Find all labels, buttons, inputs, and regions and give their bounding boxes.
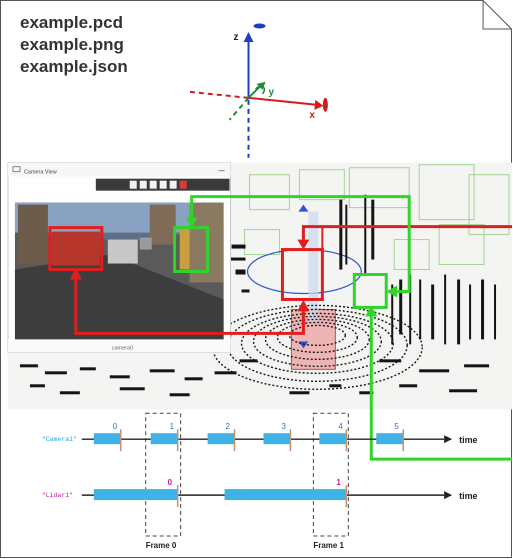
camera-row-label: "Camera1" — [42, 436, 77, 443]
file-name-pcd: example.pcd — [20, 13, 123, 32]
frame-1-label: Frame 1 — [313, 541, 344, 550]
camera-view-panel: Camera View camera0 — [7, 162, 232, 353]
file-name-json: example.json — [20, 57, 128, 76]
highlight-arrowheads — [69, 217, 398, 317]
camera-frame-bar — [150, 433, 178, 445]
lidar-tick-label: 0 — [168, 478, 173, 487]
camera-frame-bar — [376, 433, 404, 445]
timeline: "Camera1" 0 1 2 3 4 5 time — [42, 412, 478, 550]
camera-frame-bar — [319, 433, 347, 445]
camera-time-label: time — [459, 435, 477, 445]
frame-1-box — [312, 412, 349, 537]
lidar-tick-label: 1 — [336, 478, 341, 487]
camera-frame-bar — [263, 433, 291, 445]
camera-tick-label: 3 — [281, 422, 286, 431]
camera-icon — [12, 166, 21, 173]
camera-toolbar-buttons[interactable] — [129, 180, 187, 189]
axis-label-y: y — [268, 87, 274, 98]
frame-0-box — [145, 412, 182, 537]
camera-tick-label: 2 — [226, 422, 231, 431]
axis-label-x: x — [309, 110, 315, 121]
lidar-time-label: time — [459, 491, 477, 501]
lidar-row-label: "Lidar1" — [42, 492, 73, 499]
file-name-png: example.png — [20, 35, 124, 54]
file-list: example.pcd example.png example.json — [20, 12, 128, 78]
axes-gizmo: z x y — [189, 23, 328, 158]
camera-tick-label: 1 — [170, 422, 175, 431]
camera-frame-bar — [207, 433, 235, 445]
camera-tick-label: 4 — [338, 422, 343, 431]
camera-tick-label: 5 — [394, 422, 399, 431]
camera-panel-footer: camera0 — [112, 345, 133, 351]
highlight-annotations — [48, 195, 512, 461]
camera-frame-bar — [93, 433, 121, 445]
axis-label-z: z — [234, 32, 239, 43]
lidar-frame-bar — [224, 489, 347, 501]
lidar-frame-bar — [93, 489, 178, 501]
camera-frames: 0 1 2 3 4 5 — [93, 422, 404, 452]
frame-0-label: Frame 0 — [146, 541, 177, 550]
camera-tick-label: 0 — [113, 422, 118, 431]
lidar-frames: 0 1 — [93, 478, 348, 508]
camera-panel-title: Camera View — [24, 170, 57, 176]
